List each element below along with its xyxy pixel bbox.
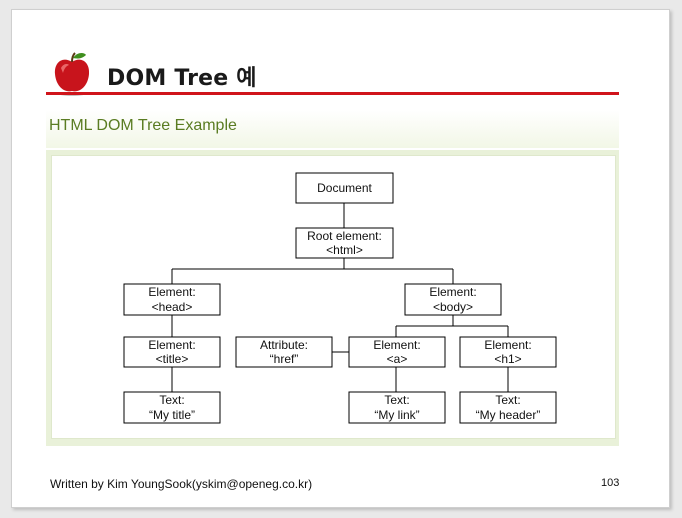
node-text-link-value: “My link”	[374, 408, 419, 422]
node-a-value: <a>	[387, 352, 408, 366]
node-text-header-label: Text:	[495, 393, 520, 407]
node-head-value: <head>	[152, 300, 193, 314]
node-root-element-value: <html>	[326, 243, 363, 257]
node-body: Element: <body>	[404, 283, 502, 316]
tree-connectors	[171, 203, 509, 392]
node-text-title: Text: “My title”	[123, 391, 221, 424]
node-head: Element: <head>	[123, 283, 221, 316]
node-h1: Element: <h1>	[459, 336, 557, 368]
node-root-element-label: Root element:	[307, 229, 382, 243]
node-attribute-value: “href”	[270, 352, 299, 366]
node-a-label: Element:	[373, 338, 420, 352]
node-title-label: Element:	[148, 338, 195, 352]
node-title-value: <title>	[156, 352, 189, 366]
node-text-title-value: “My title”	[149, 408, 195, 422]
slide-subtitle: HTML DOM Tree Example	[49, 117, 237, 134]
node-text-header: Text: “My header”	[459, 391, 557, 424]
node-text-header-value: “My header”	[476, 408, 541, 422]
title-divider	[46, 92, 619, 95]
node-attribute: Attribute: “href”	[235, 336, 333, 368]
node-title: Element: <title>	[123, 336, 221, 368]
slide-title: DOM Tree 예	[107, 66, 257, 91]
node-head-label: Element:	[148, 285, 195, 299]
node-a: Element: <a>	[348, 336, 446, 368]
node-document: Document	[295, 172, 394, 204]
node-body-value: <body>	[433, 300, 473, 314]
node-attribute-label: Attribute:	[260, 338, 308, 352]
node-text-link-label: Text:	[384, 393, 409, 407]
node-text-link: Text: “My link”	[348, 391, 446, 424]
node-body-label: Element:	[429, 285, 476, 299]
subtitle-band	[46, 110, 619, 148]
node-h1-value: <h1>	[494, 352, 521, 366]
node-text-title-label: Text:	[159, 393, 184, 407]
node-document-label: Document	[317, 181, 372, 195]
page-number: 103	[601, 477, 620, 489]
node-root-element: Root element: <html>	[295, 227, 394, 259]
node-h1-label: Element:	[484, 338, 531, 352]
footer-author: Written by Kim YoungSook(yskim@openeg.co…	[50, 477, 313, 491]
